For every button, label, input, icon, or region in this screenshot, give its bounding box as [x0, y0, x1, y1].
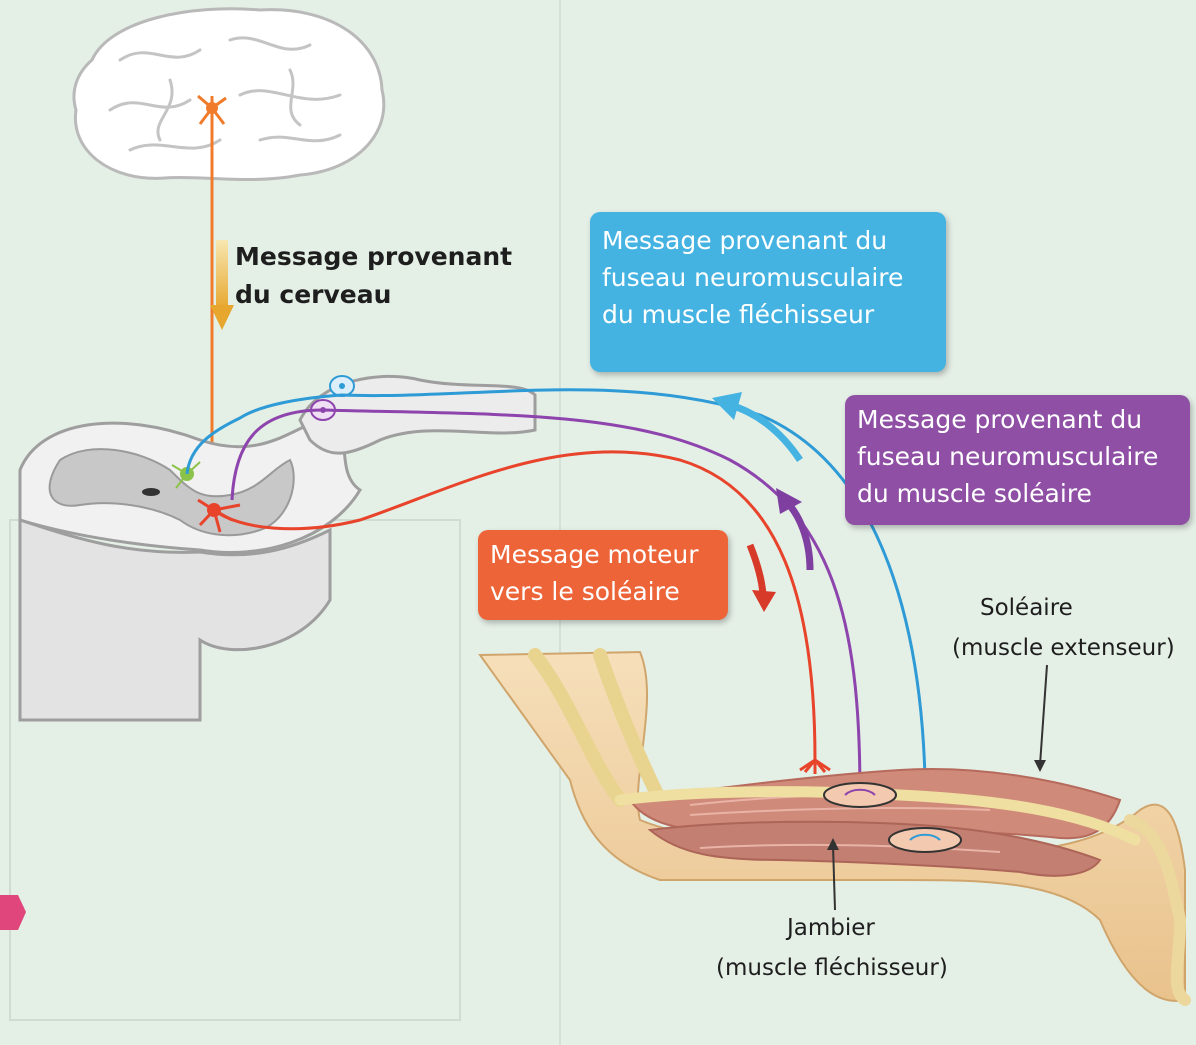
soleus-role-label: (muscle extenseur): [952, 632, 1175, 664]
motor-end-plate: [800, 760, 830, 774]
descending-arrow: [210, 240, 234, 330]
tibial-name-label: Jambier: [787, 912, 875, 944]
page-marker-tab: [0, 895, 26, 930]
flexor-spindle: [889, 828, 961, 852]
spinal-cord: [20, 376, 535, 720]
tibial-role-label: (muscle fléchisseur): [716, 952, 948, 984]
brain-message-label: Message provenant du cerveau: [235, 238, 512, 314]
brain-illustration: [74, 9, 384, 180]
soleus-spindle-message-box: Message provenant du fuseau neuromuscula…: [845, 395, 1190, 525]
motor-message-box: Message moteur vers le soléaire: [478, 530, 728, 620]
soleus-name-label: Soléaire: [980, 592, 1073, 624]
flexor-spindle-message-box: Message provenant du fuseau neuromuscula…: [590, 212, 946, 372]
leg-illustration: [480, 652, 1185, 1001]
soleus-spindle: [824, 783, 896, 807]
